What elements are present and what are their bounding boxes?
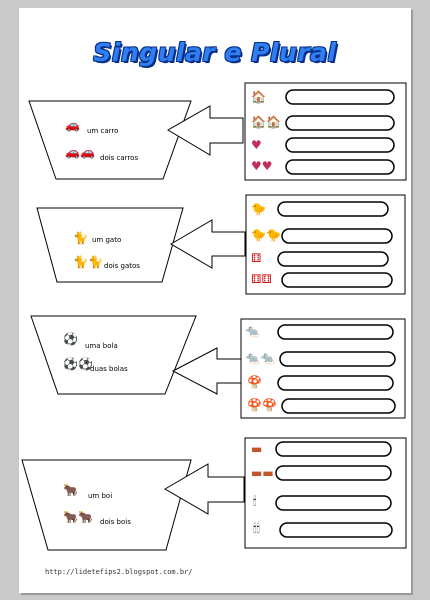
answer-oval-4-3[interactable] — [275, 495, 392, 511]
plural-label-2: dois gatos — [104, 262, 140, 270]
heart-icon: ♥ — [251, 138, 262, 152]
duck-icon: 🐤 — [251, 202, 266, 216]
answer-oval-1-3[interactable] — [285, 137, 395, 153]
two-hearts-icon: ♥♥ — [251, 159, 273, 173]
answer-oval-4-1[interactable] — [275, 441, 392, 457]
arrow-2 — [170, 219, 246, 269]
mouse-icon: 🐀 — [245, 324, 260, 338]
basket-4 — [21, 459, 192, 551]
plural-label-4: dois bois — [100, 518, 131, 526]
answer-oval-2-2[interactable] — [281, 228, 393, 244]
cat-icon: 🐈 — [73, 231, 88, 245]
arrow-1 — [167, 105, 244, 156]
singular-label-3: uma bola — [85, 342, 118, 350]
two-ducks-icon: 🐤🐤 — [251, 228, 281, 242]
answer-oval-1-4[interactable] — [285, 159, 395, 175]
two-mushrooms-icon: 🍄🍄 — [247, 398, 277, 412]
answer-oval-4-4[interactable] — [279, 522, 393, 538]
answer-oval-2-4[interactable] — [281, 272, 393, 288]
arrow-3 — [171, 347, 242, 395]
singular-label-1: um carro — [87, 127, 119, 135]
answer-oval-1-2[interactable] — [285, 115, 395, 131]
answer-oval-1-1[interactable] — [285, 89, 395, 105]
two-candles-icon: 🕯🕯 — [253, 521, 260, 535]
two-soccer-balls-icon: ⚽⚽ — [63, 357, 93, 371]
two-mice-icon: 🐀🐀 — [245, 351, 275, 365]
answer-oval-4-2[interactable] — [275, 465, 392, 481]
house-icon: 🏠 — [251, 90, 266, 104]
answer-oval-3-4[interactable] — [281, 398, 396, 414]
answer-oval-2-1[interactable] — [277, 201, 389, 217]
brick-icon: ▬ — [251, 442, 263, 456]
page-title: Singular e Plural — [93, 38, 337, 67]
ox-icon: 🐂 — [63, 483, 78, 497]
answer-oval-3-3[interactable] — [277, 375, 394, 391]
basket-2 — [36, 207, 184, 283]
soccer-ball-icon: ⚽ — [63, 332, 78, 346]
singular-label-4: um boi — [88, 492, 113, 500]
two-houses-icon: 🏠🏠 — [251, 115, 281, 129]
footer-url: http://lidetefips2.blogspot.com.br/ — [45, 568, 193, 576]
arrow-4 — [164, 463, 245, 515]
two-dice-icon: ⚅⚅ — [251, 272, 272, 286]
answer-oval-2-3[interactable] — [277, 251, 389, 267]
basket-1 — [28, 100, 192, 180]
two-cats-icon: 🐈🐈 — [73, 255, 103, 269]
two-bricks-icon: ▬▬ — [251, 466, 274, 480]
candle-icon: 🕯 — [253, 494, 257, 508]
plural-label-1: dois carros — [100, 154, 139, 162]
answer-oval-3-1[interactable] — [277, 324, 394, 340]
plural-label-3: duas bolas — [90, 365, 128, 373]
singular-label-2: um gato — [92, 236, 122, 244]
mushroom-icon: 🍄 — [247, 375, 262, 389]
car-icon: 🚗 — [65, 118, 80, 132]
die-icon: ⚅ — [251, 251, 262, 265]
two-cars-icon: 🚗🚗 — [65, 145, 95, 159]
two-oxen-icon: 🐂🐂 — [63, 510, 93, 524]
answer-oval-3-2[interactable] — [279, 351, 396, 367]
basket-3 — [30, 315, 197, 395]
